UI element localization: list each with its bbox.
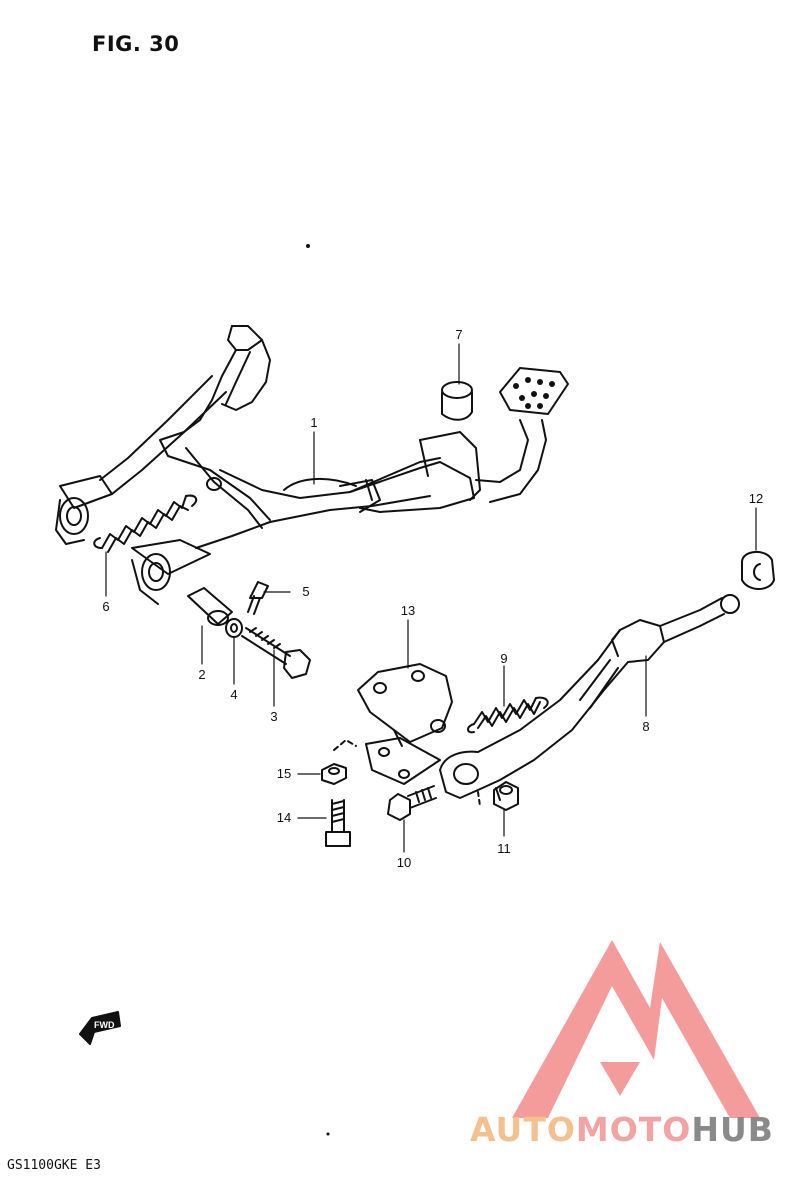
side-stand-bracket (333, 663, 453, 785)
fwd-arrow-label: FWD (94, 1020, 115, 1030)
forward-arrow-icon: FWD (79, 1011, 121, 1045)
callout-2: 2 (198, 667, 206, 682)
callout-11: 11 (497, 841, 511, 856)
bolt-10 (387, 785, 437, 821)
callout-4: 4 (230, 687, 238, 702)
leader-lines (105, 343, 757, 853)
side-stand-rubber (741, 551, 775, 590)
watermark-part-auto: AUTO (470, 1110, 576, 1149)
callout-1: 1 (310, 415, 318, 430)
cotter-pin (247, 581, 269, 615)
collar (187, 587, 233, 626)
callout-6: 6 (102, 599, 110, 614)
bolt-14 (325, 799, 351, 847)
side-stand (439, 594, 740, 807)
watermark-logo-icon (512, 940, 760, 1118)
center-stand (55, 325, 569, 605)
callout-5: 5 (302, 584, 310, 599)
nut-15 (321, 763, 347, 785)
nut-11 (493, 781, 519, 811)
model-code: GS1100GKE E3 (7, 1158, 101, 1173)
callout-13: 13 (400, 603, 416, 618)
washer (225, 618, 243, 638)
figure-title: FIG. 30 (92, 32, 180, 56)
watermark-part-hub: HUB (691, 1110, 774, 1149)
watermark-text: AUTOMOTOHUB (470, 1110, 774, 1149)
callout-9: 9 (500, 651, 508, 666)
callout-15: 15 (276, 766, 292, 781)
callout-14: 14 (276, 810, 292, 825)
side-stand-spring (467, 696, 549, 734)
watermark-part-moto: MOTO (575, 1110, 692, 1149)
callout-3: 3 (270, 709, 278, 724)
callout-7: 7 (455, 327, 463, 342)
pivot-bolt (241, 627, 311, 679)
stand-spring (93, 494, 198, 553)
stopper-rubber (441, 381, 473, 421)
callout-12: 12 (748, 491, 764, 506)
callout-10: 10 (396, 855, 412, 870)
callout-8: 8 (642, 719, 650, 734)
